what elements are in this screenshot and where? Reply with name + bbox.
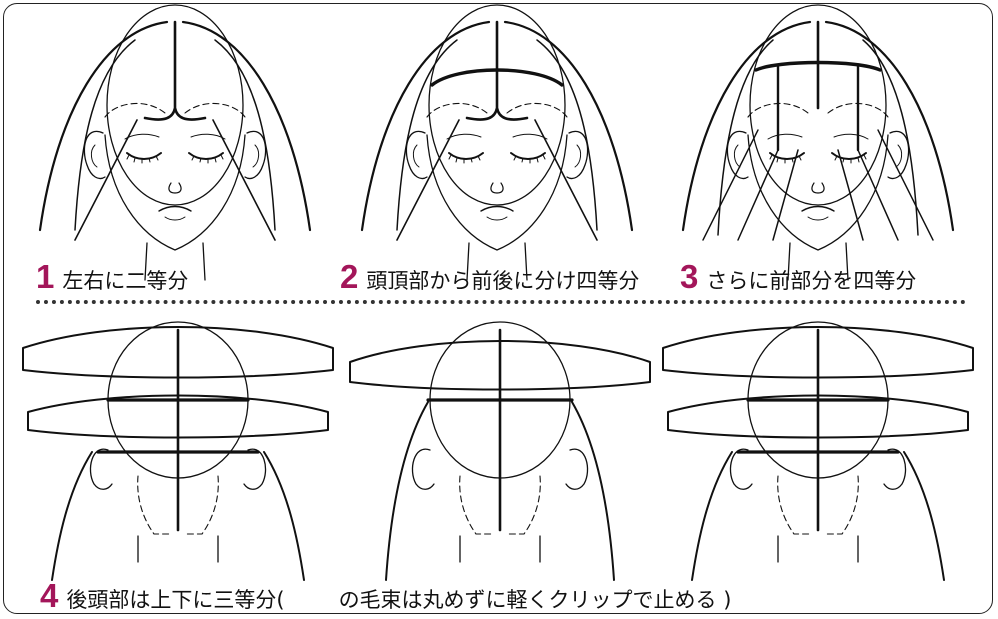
dotted-divider: [36, 300, 966, 304]
front-view-3: [681, 4, 955, 281]
step-number: 1: [36, 258, 55, 295]
step-number: 2: [340, 258, 359, 295]
step-text: 頭頂部から前後に分け四等分: [366, 269, 640, 293]
front-view-2: [360, 4, 634, 281]
step-3-caption: 3 さらに前部分を四等分: [680, 260, 916, 293]
illustration-frame: [3, 3, 993, 614]
back-view-3: [662, 321, 974, 581]
step-number: 3: [680, 258, 699, 295]
step-4-caption: 4 後頭部は上下に三等分( の毛束は丸めずに軽くクリップで止める ): [40, 579, 731, 612]
step-text: さらに前部分を四等分: [706, 269, 917, 293]
back-view-1: [22, 321, 334, 581]
step-text: 左右に二等分: [62, 269, 189, 293]
step-1-caption: 1 左右に二等分: [36, 260, 188, 293]
step-2-caption: 2 頭頂部から前後に分け四等分: [340, 260, 639, 293]
step-text-note: の毛束は丸めずに軽くクリップで止める ): [338, 588, 732, 612]
back-view-2: [349, 321, 651, 581]
step-text: 後頭部は上下に三等分(: [66, 588, 285, 612]
front-view-1: [38, 4, 312, 281]
step-number: 4: [40, 577, 59, 614]
